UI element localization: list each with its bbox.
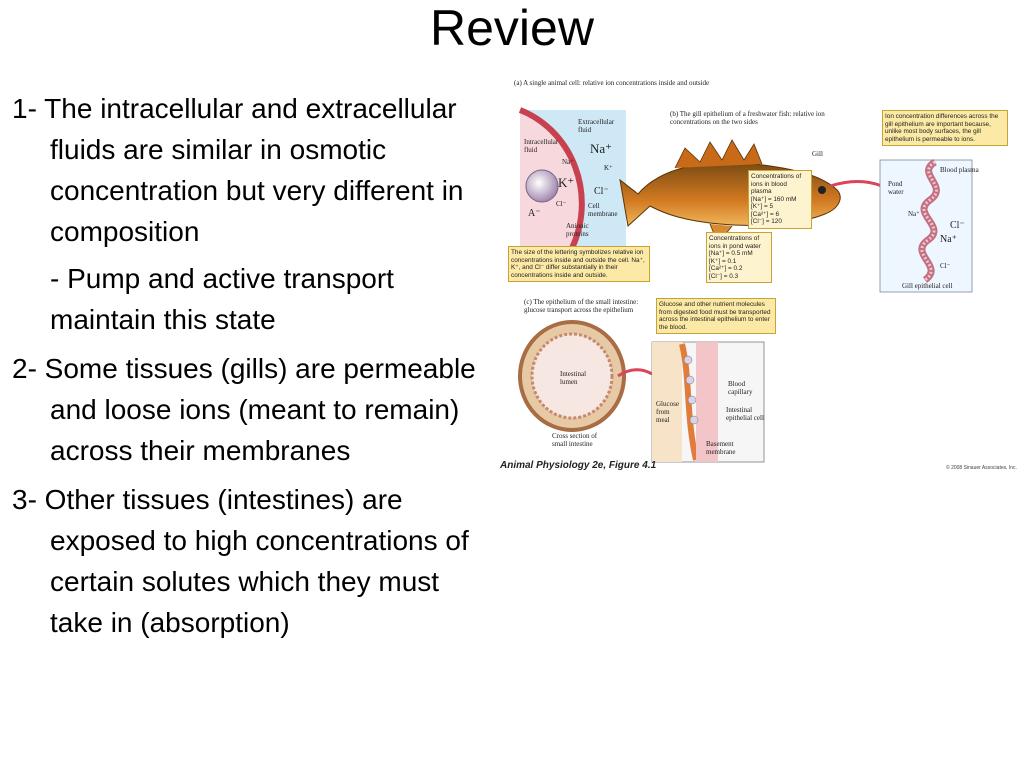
figure-4-1: (a) A single animal cell: relative ion c… xyxy=(500,76,1020,476)
panel-b-note: Ion concentration differences across the… xyxy=(882,110,1008,146)
plasma-box: Concentrations of ions in blood plasma [… xyxy=(748,170,812,229)
k-outside-label: K⁺ xyxy=(604,164,613,172)
pond-cl: [Cl⁻] = 0.3 xyxy=(709,272,739,280)
bullet-3: 3- Other tissues (intestines) are expose… xyxy=(12,484,469,638)
gill-label: Gill xyxy=(812,150,823,158)
gill-na-big: Na⁺ xyxy=(940,234,957,245)
pond-water-label: Pond water xyxy=(888,180,904,196)
pond-na: [Na⁺] = 0.5 mM xyxy=(709,250,753,257)
plasma-k: [K⁺] = 5 xyxy=(751,203,774,210)
plasma-cl: [Cl⁻] = 120 xyxy=(751,218,782,225)
panel-c-caption: (c) The epithelium of the small intestin… xyxy=(524,298,639,314)
gill-cl-big: Cl⁻ xyxy=(950,220,965,231)
panel-c-note: Glucose and other nutrient molecules fro… xyxy=(656,298,776,334)
figure-copyright: © 2008 Sinauer Associates, Inc. xyxy=(946,465,1017,471)
lumen-label: Intestinal lumen xyxy=(560,370,587,386)
k-inside-label: K⁺ xyxy=(558,175,575,190)
panel-b-caption: (b) The gill epithelium of a freshwater … xyxy=(670,110,825,126)
epithelial-cell-label: Intestinal epithelial cell xyxy=(726,406,764,422)
gill-cell-label: Gill epithelial cell xyxy=(902,282,953,290)
slide-title: Review xyxy=(430,0,594,56)
plasma-ca: [Ca²⁺] = 6 xyxy=(751,210,780,218)
anion-label: A⁻ xyxy=(528,208,541,219)
panel-a-caption: (a) A single animal cell: relative ion c… xyxy=(514,79,710,87)
blood-plasma-label: Blood plasma xyxy=(940,166,979,174)
bullet-1-sub: - Pump and active transport maintain thi… xyxy=(50,263,394,335)
pond-k: [K⁺] = 0.1 xyxy=(709,257,737,265)
cell-membrane-label: Cell membrane xyxy=(588,202,618,218)
figure-credit: Animal Physiology 2e, Figure 4.1 xyxy=(500,460,657,471)
cross-section-label: Cross section of small intestine xyxy=(552,432,598,448)
gill-cl-small: Cl⁻ xyxy=(940,262,951,270)
capillary-label: Blood capillary xyxy=(728,380,753,396)
gill-na-small: Na⁺ xyxy=(908,210,920,218)
pond-title: Concentrations of ions in pond water xyxy=(709,235,761,250)
bullet-2: 2- Some tissues (gills) are permeable an… xyxy=(12,353,476,466)
panel-a-note: The size of the lettering symbolizes rel… xyxy=(508,246,650,282)
bullet-list: 1- The intracellular and extracellular f… xyxy=(12,88,494,651)
bullet-1: 1- The intracellular and extracellular f… xyxy=(12,93,464,247)
pond-box: Concentrations of ions in pond water [Na… xyxy=(706,232,772,283)
basement-membrane-label: Basement membrane xyxy=(706,440,736,456)
glucose-label: Glucose from meal xyxy=(656,400,679,424)
pond-ca: [Ca²⁺] = 0.2 xyxy=(709,265,743,272)
cl-inside-label: Cl⁻ xyxy=(556,200,567,208)
na-outside-label: Na⁺ xyxy=(590,141,613,156)
plasma-na: [Na⁺] = 160 mM xyxy=(751,195,797,203)
anionic-proteins-label: Anionic proteins xyxy=(566,222,589,238)
extracellular-label: Extracellular fluid xyxy=(578,118,615,134)
plasma-title: Concentrations of ions in blood plasma xyxy=(751,173,802,195)
intracellular-label: Intracellular fluid xyxy=(524,138,559,154)
cl-outside-label: Cl⁻ xyxy=(594,186,609,197)
na-inside-label: Na⁺ xyxy=(562,158,574,166)
